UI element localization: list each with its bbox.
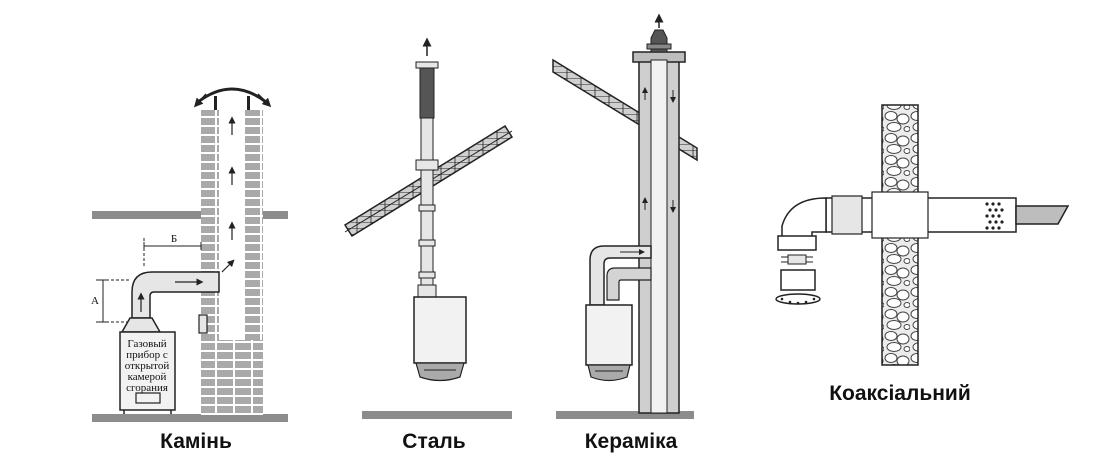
draft-hood — [120, 317, 162, 333]
coaxial-elbow-flange — [777, 235, 817, 251]
steel-pipe-joint-2 — [418, 239, 436, 247]
caption-ceramic: Кераміка — [584, 430, 678, 453]
dimension-a — [96, 279, 130, 323]
steel-floor — [362, 411, 512, 419]
coaxial-intake-grille — [985, 202, 1004, 230]
steel-pipe-joint-1 — [418, 204, 436, 212]
cap-arrow-left — [193, 93, 207, 108]
coaxial-adapter — [780, 269, 816, 291]
ceramic-panel — [552, 13, 698, 419]
steel-pipe-adapter — [417, 284, 437, 298]
dimension-b-label: Б — [171, 233, 177, 245]
steel-panel — [343, 37, 514, 419]
steel-boiler — [413, 296, 467, 364]
gas-appliance — [119, 331, 176, 411]
cleaning-door — [198, 314, 208, 334]
device-label-line-2: прибор с — [126, 349, 168, 361]
ceramic-flow-arrows — [642, 87, 676, 213]
coaxial-clamp — [831, 195, 863, 235]
flue-flow-arrows — [221, 116, 236, 273]
device-label-line-5: сгорания — [126, 382, 168, 394]
brick-wall-left — [201, 110, 219, 415]
caption-fireplace: Камінь — [160, 430, 232, 453]
ceramic-terminal-ring — [646, 43, 672, 50]
ceramic-boiler-bottom — [587, 364, 631, 382]
chimney-cap-hood — [197, 87, 267, 104]
steel-boiler-bottom — [415, 362, 465, 382]
brick-wall-right — [245, 110, 263, 415]
flange-holes — [780, 297, 816, 305]
coaxial-elbow — [781, 197, 827, 241]
dimension-a-label: А — [91, 295, 99, 307]
device-label-line-1: Газовый — [127, 338, 166, 350]
device-label-line-4: камерой — [128, 371, 167, 383]
steel-pipe-top — [419, 67, 435, 119]
chimney-cap-post-left — [214, 96, 217, 110]
steel-roof-collar — [415, 159, 439, 171]
ceramic-boiler — [585, 304, 633, 366]
dimension-b — [143, 238, 202, 268]
coaxial-wall-ring — [871, 191, 929, 239]
coaxial-exhaust-tip — [1015, 205, 1070, 225]
fireplace-panel: Газовый прибор с открытой камерой сгоран… — [91, 87, 288, 422]
steel-pipe-cap — [415, 61, 439, 69]
coaxial-gasket — [781, 254, 813, 265]
device-label-line-3: открытой — [125, 360, 170, 372]
cap-arrow-right — [257, 93, 272, 108]
floor-slab — [92, 414, 288, 422]
ceramic-floor — [556, 411, 694, 419]
steel-pipe-joint-3 — [418, 271, 436, 279]
ceramic-connector-inner — [606, 267, 652, 301]
appliance-control-panel — [135, 392, 161, 404]
ceiling-slab — [92, 211, 288, 219]
caption-steel: Сталь — [402, 430, 466, 453]
coaxial-panel — [775, 104, 1070, 366]
ceramic-inner-flue — [650, 59, 668, 414]
chimney-cap-post-right — [247, 96, 250, 110]
caption-coaxial: Коаксіальний — [829, 382, 971, 405]
brick-base — [201, 340, 263, 415]
